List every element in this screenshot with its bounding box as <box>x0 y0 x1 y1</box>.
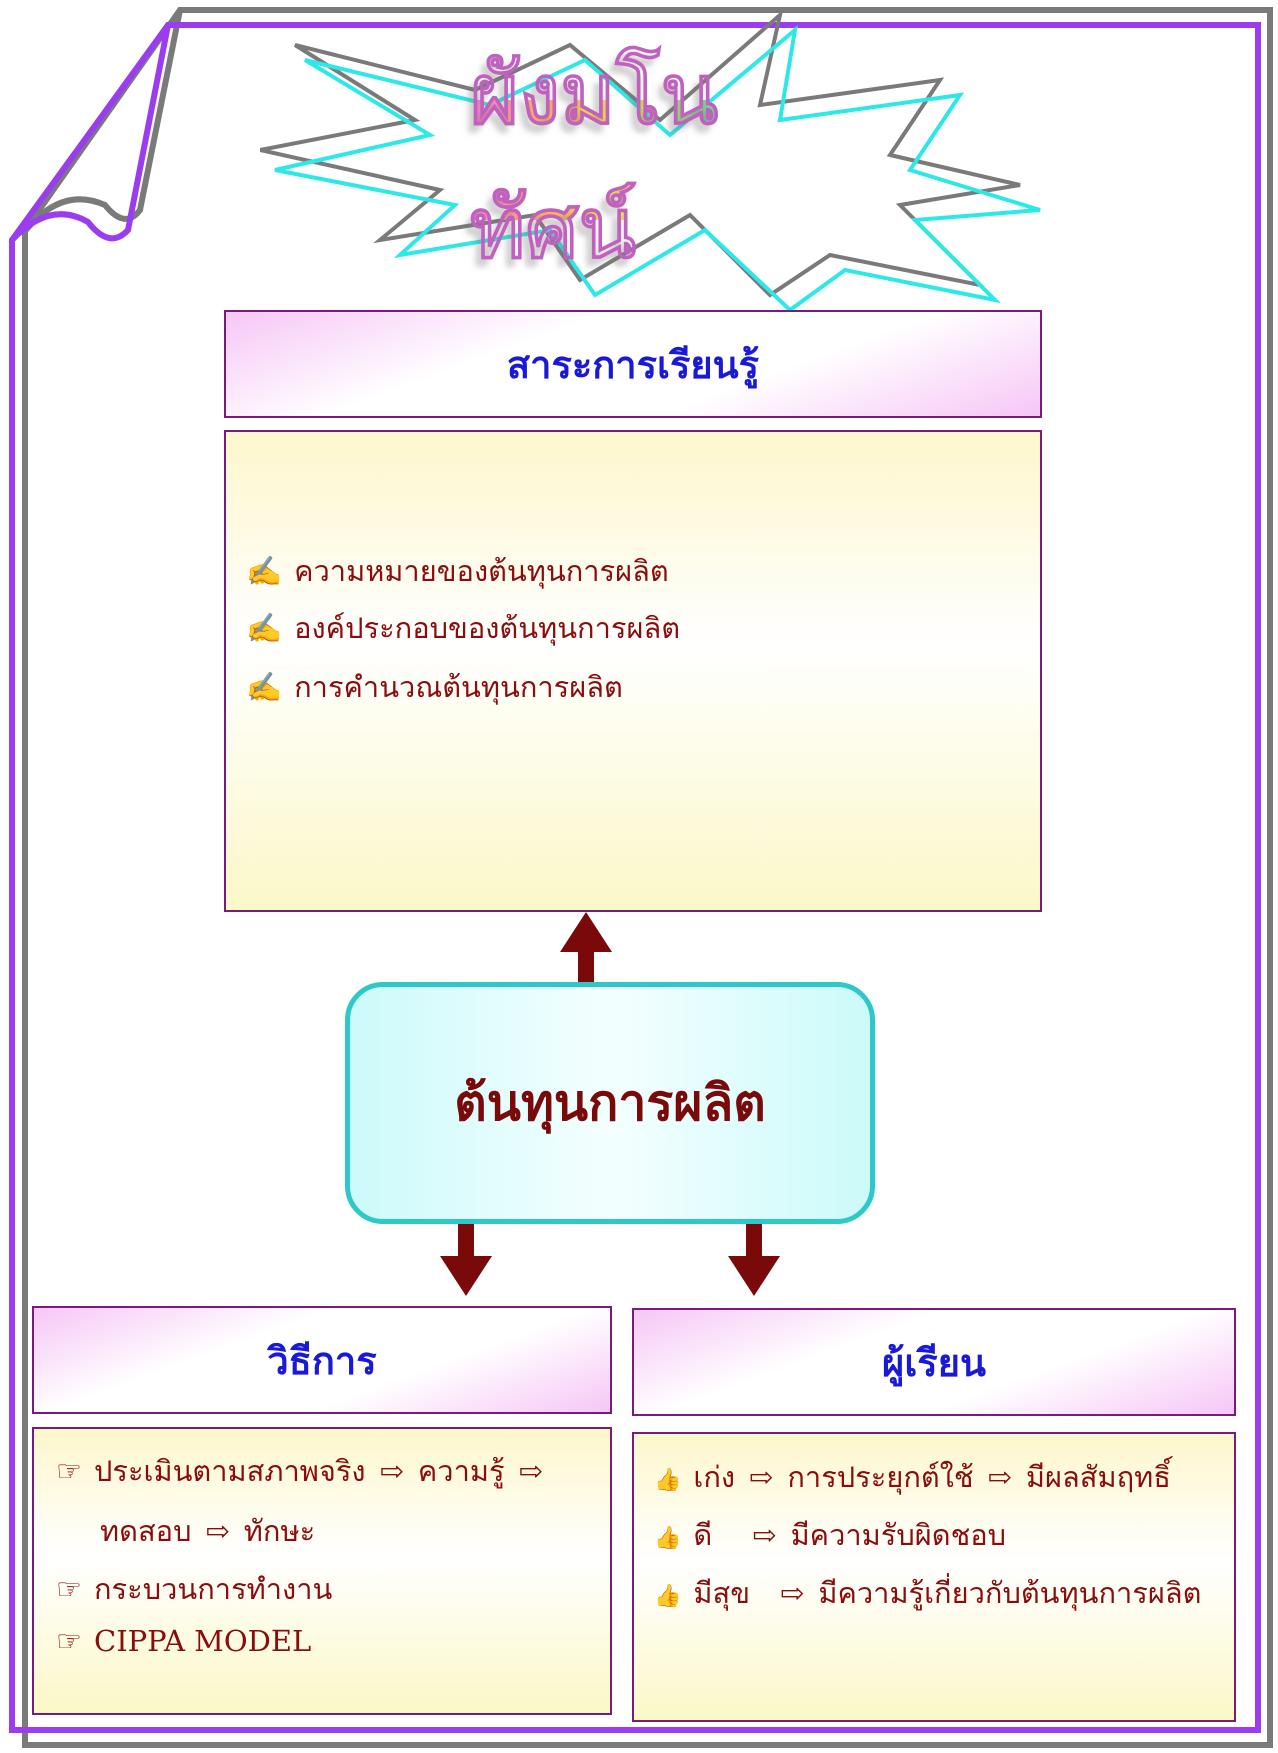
arrow-right-icon: ⇨ <box>749 1460 774 1494</box>
method-item-text: ทักษะ <box>243 1514 316 1548</box>
content-section-body <box>224 430 1042 912</box>
learner-section-body <box>632 1432 1236 1722</box>
learner-item-text: มีความรับผิดชอบ <box>790 1518 1007 1552</box>
arrow-up <box>560 912 612 982</box>
pointing-hand-icon: ☞ <box>56 1572 82 1606</box>
purple-page-curl <box>9 24 171 243</box>
learner-section-header-text: ผู้เรียน <box>882 1339 986 1385</box>
arrow-down-left <box>440 1224 492 1296</box>
method-item: ☞ CIPPA MODEL <box>56 1624 311 1658</box>
learner-item-text: การประยุกต์ใช้ <box>787 1460 974 1494</box>
arrow-right-icon: ⇨ <box>205 1514 230 1548</box>
learner-item: 👍 มีสุข ⇨ มีความรู้เกี่ยวกับต้นทุนการผลิต <box>654 1570 1201 1616</box>
concept-map-title: ผังมโนทัศน์ <box>470 45 840 278</box>
content-item: ✍ การคำนวณต้นทุนการผลิต <box>246 664 623 710</box>
method-item: ☞ ประเมินตามสภาพจริง ⇨ ความรู้ ⇨ <box>56 1448 557 1494</box>
content-item-text: ความหมายของต้นทุนการผลิต <box>294 554 669 588</box>
content-section-header-text: สาระการเรียนรู้ <box>506 341 760 387</box>
method-section-header-text: วิธีการ <box>267 1337 377 1383</box>
content-item-text: องค์ประกอบของต้นทุนการผลิต <box>294 611 681 645</box>
learner-section-header: ผู้เรียน <box>632 1308 1236 1416</box>
method-item-text: ประเมินตามสภาพจริง <box>94 1454 366 1488</box>
arrow-right-icon: ⇨ <box>987 1460 1012 1494</box>
learner-item-text: มีความรู้เกี่ยวกับต้นทุนการผลิต <box>818 1576 1202 1610</box>
learner-item-text: ดี <box>693 1518 713 1552</box>
writing-hand-icon: ✍ <box>246 670 283 704</box>
central-topic-box: ต้นทุนการผลิต <box>345 982 875 1224</box>
starburst-banner <box>260 10 1041 313</box>
learner-item-text: มีสุข <box>693 1576 751 1610</box>
content-item: ✍ องค์ประกอบของต้นทุนการผลิต <box>246 605 680 651</box>
method-item-text: ความรู้ <box>417 1454 505 1488</box>
learner-item: 👍 ดี ⇨ มีความรับผิดชอบ <box>654 1512 1006 1558</box>
arrow-right-icon: ⇨ <box>780 1576 805 1610</box>
content-item: ✍ ความหมายของต้นทุนการผลิต <box>246 548 669 594</box>
thumbs-up-icon: 👍 <box>654 1584 682 1609</box>
arrow-right-icon: ⇨ <box>379 1454 404 1488</box>
writing-hand-icon: ✍ <box>246 611 283 645</box>
purple-page-outline <box>9 22 1261 1733</box>
method-item: ☞ กระบวนการทำงาน <box>56 1566 332 1612</box>
method-item: ทดสอบ ⇨ ทักษะ <box>100 1508 315 1554</box>
central-topic-text: ต้นทุนการผลิต <box>454 1072 766 1132</box>
learner-item-text: เก่ง <box>693 1460 736 1494</box>
method-item-text: CIPPA MODEL <box>94 1624 312 1658</box>
starburst-cyan <box>274 24 1041 313</box>
method-item-text: ทดสอบ <box>100 1514 192 1548</box>
method-item-text: กระบวนการทำงาน <box>94 1572 333 1606</box>
thumbs-up-icon: 👍 <box>654 1526 682 1551</box>
writing-hand-icon: ✍ <box>246 554 283 588</box>
learner-item: 👍 เก่ง ⇨ การประยุกต์ใช้ ⇨ มีผลสัมฤทธิ์ <box>654 1454 1171 1500</box>
method-section-header: วิธีการ <box>32 1306 612 1414</box>
learner-item-text: มีผลสัมฤทธิ์ <box>1025 1460 1171 1494</box>
pointing-hand-icon: ☞ <box>56 1454 82 1488</box>
thumbs-up-icon: 👍 <box>654 1468 682 1493</box>
gray-page-outline <box>22 7 1273 1748</box>
arrow-right-icon: ⇨ <box>518 1454 543 1488</box>
arrow-down-right <box>728 1224 780 1296</box>
arrow-right-icon: ⇨ <box>752 1518 777 1552</box>
content-item-text: การคำนวณต้นทุนการผลิต <box>294 670 623 704</box>
method-section-body <box>32 1427 612 1715</box>
pointing-hand-icon: ☞ <box>56 1624 82 1658</box>
content-section-header: สาระการเรียนรู้ <box>224 310 1042 418</box>
